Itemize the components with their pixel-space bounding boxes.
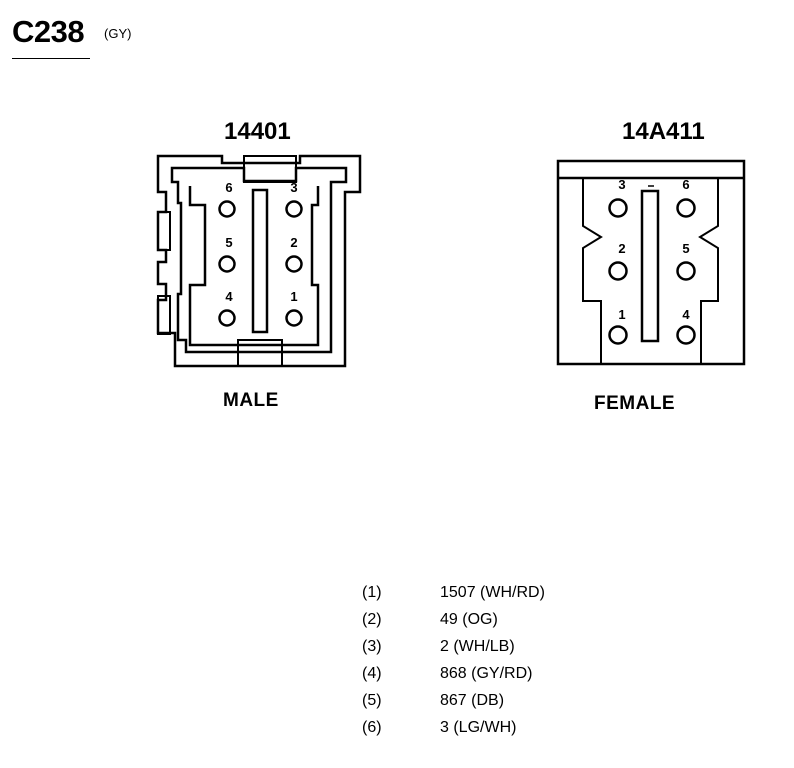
female-pin-label-2: 2	[618, 241, 625, 256]
male-pin-label-1: 1	[290, 289, 297, 304]
male-pin-labels: 6 3 5 2 4 1	[225, 180, 297, 304]
male-inner-cavity	[188, 186, 320, 347]
male-center-key	[251, 188, 269, 334]
female-housing-outline	[556, 159, 746, 366]
male-pin-1	[285, 309, 303, 327]
male-side-rib-upper	[157, 211, 171, 251]
female-pin-2	[608, 261, 628, 281]
pin-number: (1)	[362, 584, 382, 601]
female-pin-4	[676, 325, 696, 345]
female-inner-wall-right	[698, 178, 719, 364]
male-top-latch	[243, 155, 297, 183]
female-inner-wall-left	[582, 178, 603, 364]
male-pin-label-6: 6	[225, 180, 232, 195]
female-part-number: 14A411	[622, 118, 705, 145]
connector-header: C238 (GY)	[12, 14, 131, 59]
female-pin-label-3: 3	[618, 177, 625, 192]
male-part-number: 14401	[224, 118, 291, 145]
female-pin-label-4: 4	[682, 307, 690, 322]
male-pin-3	[285, 200, 303, 218]
pin-number: (5)	[362, 692, 382, 709]
female-pin-3	[608, 198, 628, 218]
male-bottom-latch	[237, 339, 283, 367]
female-pin-label-1: 1	[618, 307, 625, 322]
male-pin-5	[218, 255, 236, 273]
circuit-wire: 868 (GY/RD)	[440, 665, 533, 682]
connector-color-code: (GY)	[104, 26, 132, 41]
header-underline	[12, 58, 90, 59]
female-pin-labels: 3 6 2 5 1 4	[618, 177, 690, 322]
female-connector-face	[556, 159, 746, 366]
connector-id: C238	[12, 14, 85, 49]
pin-number: (2)	[362, 611, 382, 628]
male-pin-label-4: 4	[225, 289, 233, 304]
male-pin-label-3: 3	[290, 180, 297, 195]
circuit-wire: 49 (OG)	[440, 611, 498, 628]
female-pin-6	[676, 198, 696, 218]
male-pin-2	[285, 255, 303, 273]
pin-number: (3)	[362, 638, 382, 655]
male-pin-4	[218, 309, 236, 327]
male-connector-face	[156, 154, 362, 368]
male-side-rib-lower	[157, 295, 171, 335]
male-housing-outline	[156, 154, 362, 368]
female-label: FEMALE	[594, 393, 676, 414]
female-pin-1	[608, 325, 628, 345]
female-pin-5	[676, 261, 696, 281]
circuit-wire: 867 (DB)	[440, 692, 505, 709]
circuit-wire: 2 (WH/LB)	[440, 638, 515, 655]
male-label: MALE	[223, 390, 279, 411]
male-pin-label-5: 5	[225, 235, 232, 250]
female-pin-label-5: 5	[682, 241, 689, 256]
male-housing-inner	[170, 166, 348, 354]
pin-number: (4)	[362, 665, 382, 682]
male-pin-label-2: 2	[290, 235, 297, 250]
pin-number: (6)	[362, 719, 382, 736]
circuit-wire: 3 (LG/WH)	[440, 719, 517, 736]
female-center-key	[640, 189, 660, 343]
female-pin-label-6: 6	[682, 177, 689, 192]
male-pin-6	[218, 200, 236, 218]
circuit-wire: 1507 (WH/RD)	[440, 584, 545, 601]
